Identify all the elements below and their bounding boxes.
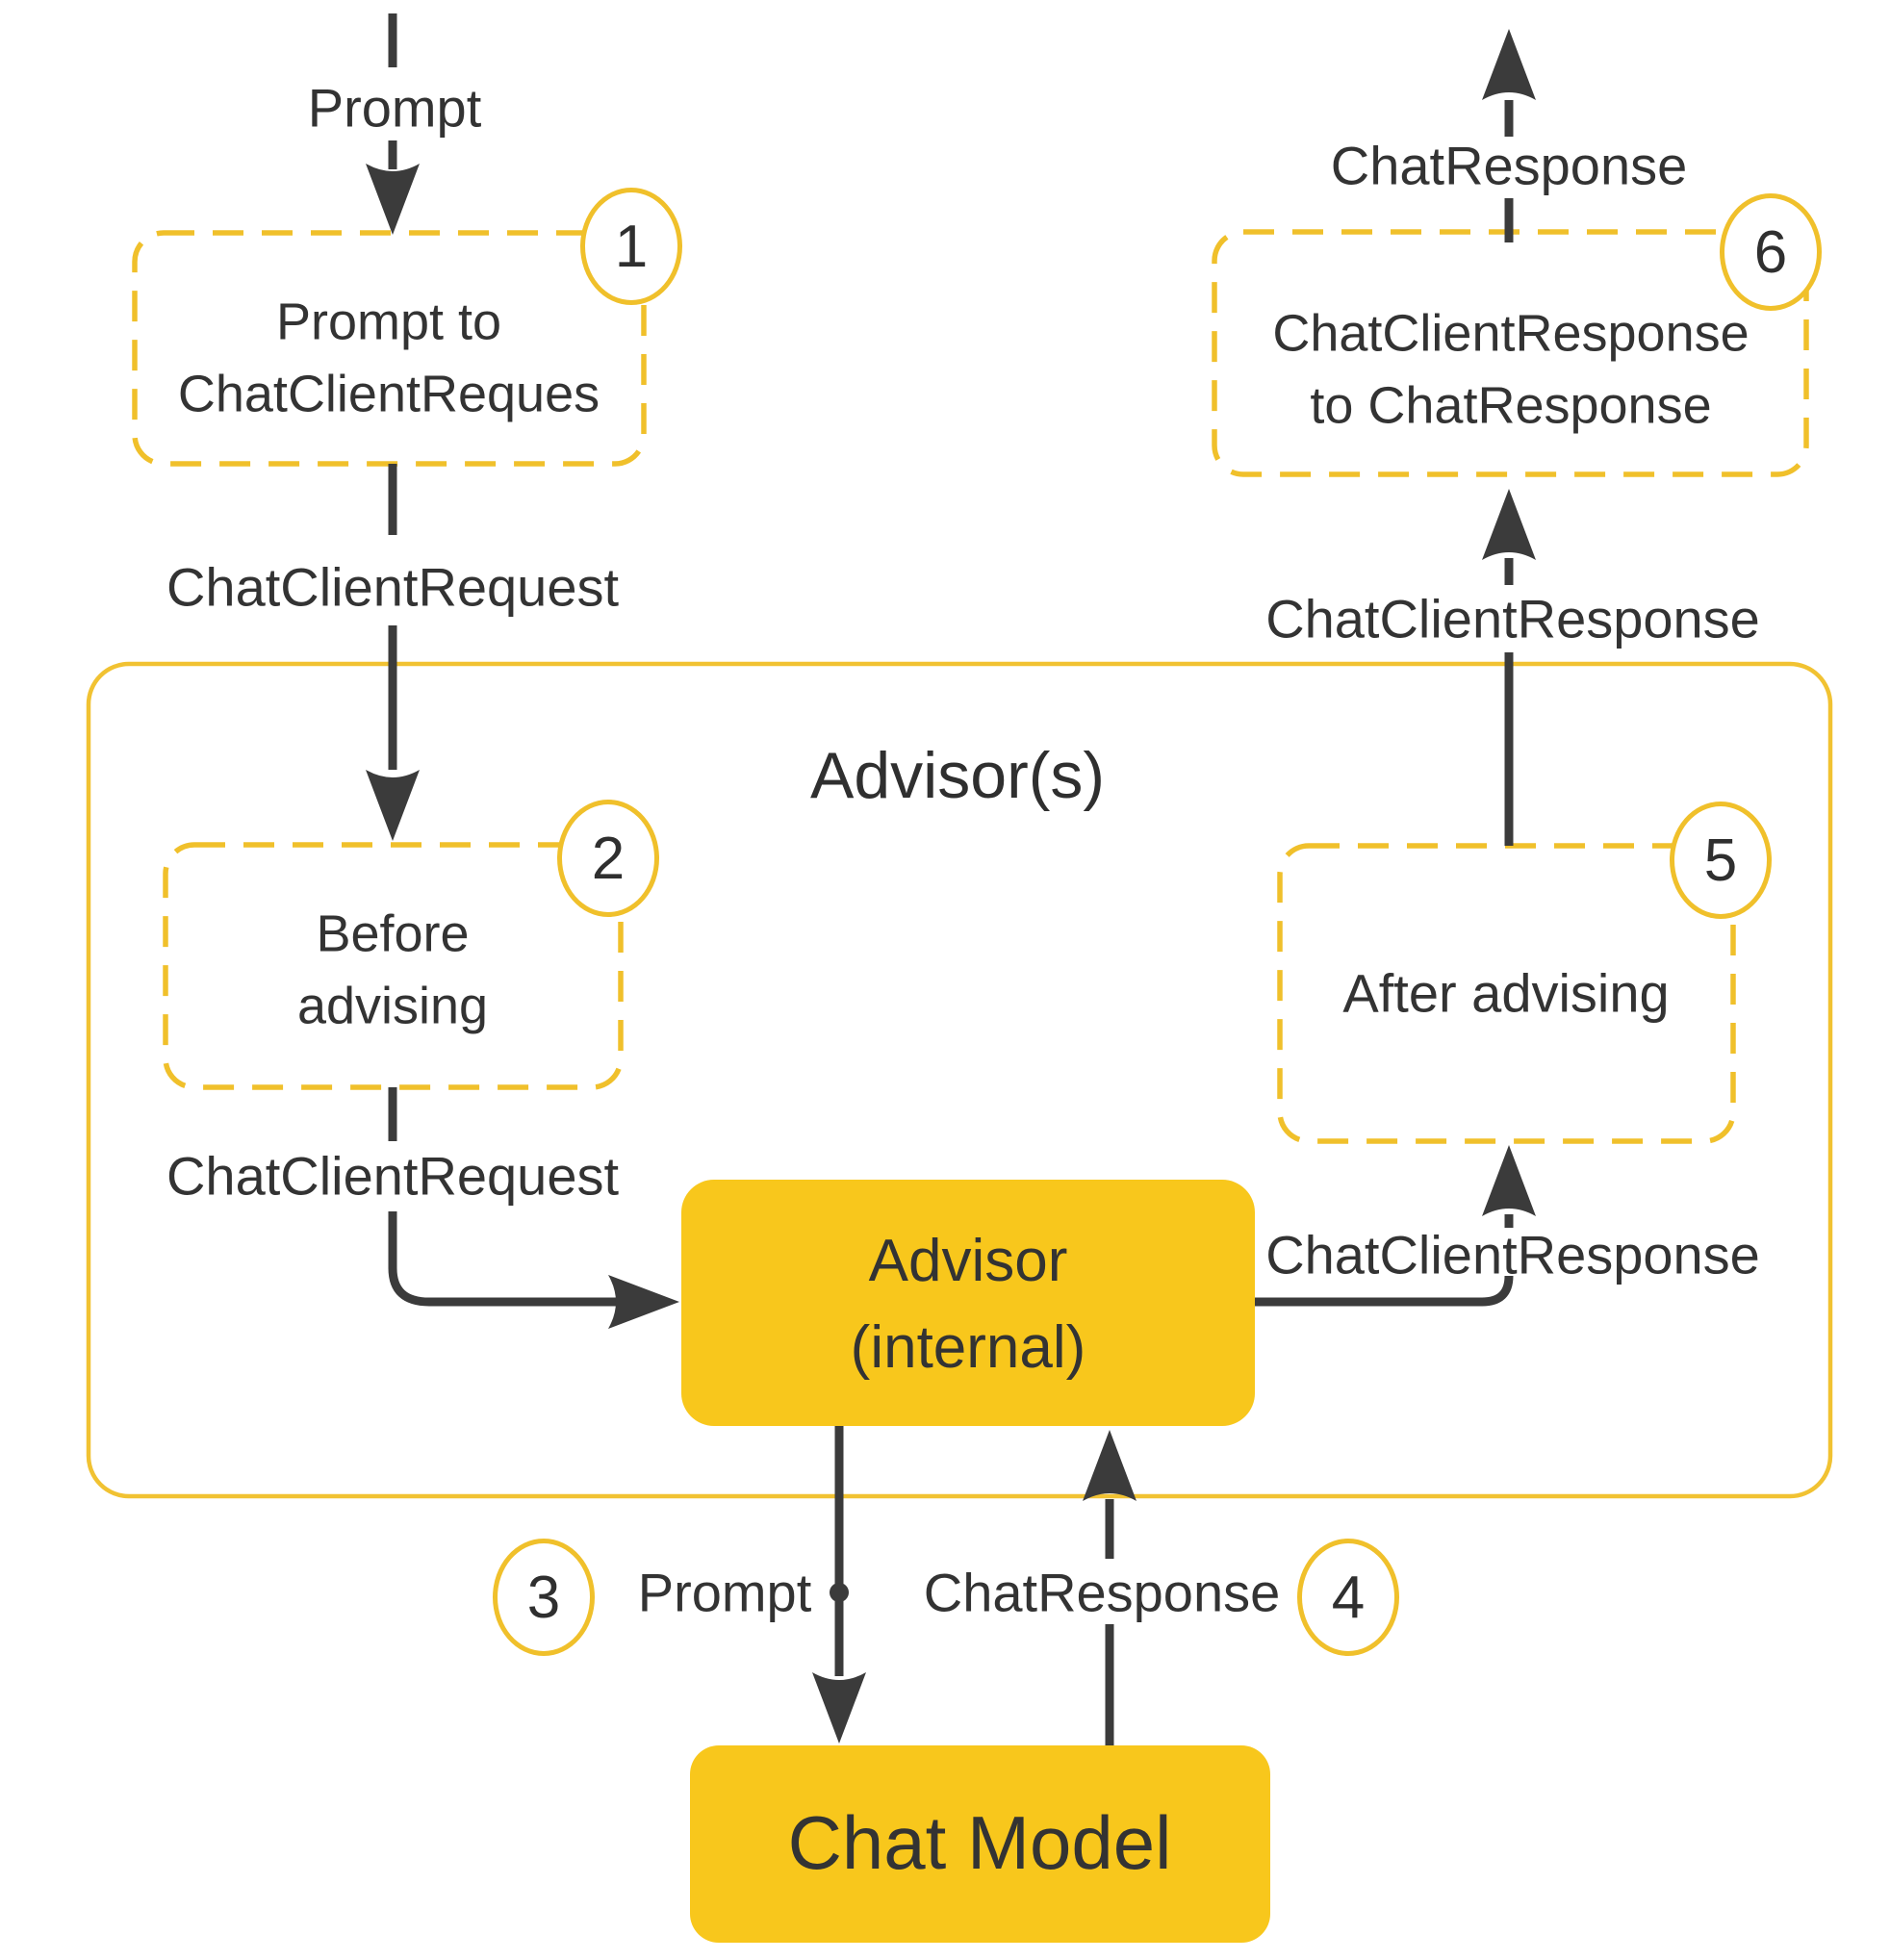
label-chatresponse-bottom: ChatResponse (923, 1562, 1281, 1623)
step6-text: ChatClientResponse to ChatResponse (1272, 297, 1749, 441)
label-chatclientresponse-inner: ChatClientResponse (1265, 1224, 1760, 1285)
arrowhead-down-into-chatmodel-icon (812, 1672, 866, 1744)
arrow-curve-out-of-advisor (1255, 1275, 1514, 1307)
advisor-internal-text: Advisor (internal) (851, 1218, 1086, 1391)
step2-text-line1: Before (316, 904, 470, 963)
advisors-container-title: Advisor(s) (809, 739, 1106, 812)
arrowhead-up-into-advisor-icon (1083, 1430, 1137, 1501)
advisors-container-box (86, 661, 1833, 1499)
step2-badge: 2 (557, 800, 659, 917)
step3-badge: 3 (493, 1539, 595, 1656)
label-chatclientrequest-inner: ChatClientRequest (166, 1145, 620, 1207)
step2-text-line2: advising (296, 977, 489, 1034)
arrowhead-right-into-advisor-icon (608, 1275, 679, 1329)
step6-badge: 6 (1720, 193, 1822, 311)
label-chatresponse-top: ChatResponse (1330, 135, 1688, 196)
advisor-internal-line2: (internal) (850, 1314, 1086, 1381)
chat-model-box (690, 1745, 1270, 1943)
arrowhead-up-into-step5-icon (1482, 1145, 1536, 1216)
chat-model-text: Chat Model (787, 1800, 1172, 1886)
prompt-line-dot-icon (830, 1583, 849, 1602)
label-chatclientresponse-outer: ChatClientResponse (1265, 588, 1760, 649)
arrowhead-down-into-step2-icon (366, 770, 420, 841)
step1-badge: 1 (580, 188, 682, 305)
step1-text: Prompt to ChatClientReques (178, 286, 600, 429)
step5-badge: 5 (1670, 802, 1772, 919)
step6-text-line1: ChatClientResponse (1272, 304, 1750, 363)
label-prompt-bottom: Prompt (637, 1562, 812, 1623)
step2-box (163, 842, 624, 1090)
advisor-internal-line1: Advisor (868, 1228, 1068, 1295)
arrow-curve-into-advisor (388, 1211, 616, 1307)
label-chatclientrequest-outer: ChatClientRequest (166, 556, 620, 618)
advisor-internal-box (681, 1180, 1255, 1426)
step5-text: After advising (1342, 962, 1670, 1024)
step2-text: Before advising (297, 898, 488, 1041)
step6-text-line2: to ChatResponse (1310, 376, 1712, 434)
step1-text-line2: ChatClientReques (177, 365, 600, 422)
arrowhead-down-into-step1-icon (366, 164, 420, 235)
arrowhead-up-into-step6-icon (1482, 489, 1536, 560)
step1-text-line1: Prompt to (275, 293, 502, 351)
step4-badge: 4 (1297, 1539, 1399, 1656)
label-prompt-top: Prompt (307, 77, 482, 139)
arrowhead-up-exit-icon (1482, 29, 1536, 100)
